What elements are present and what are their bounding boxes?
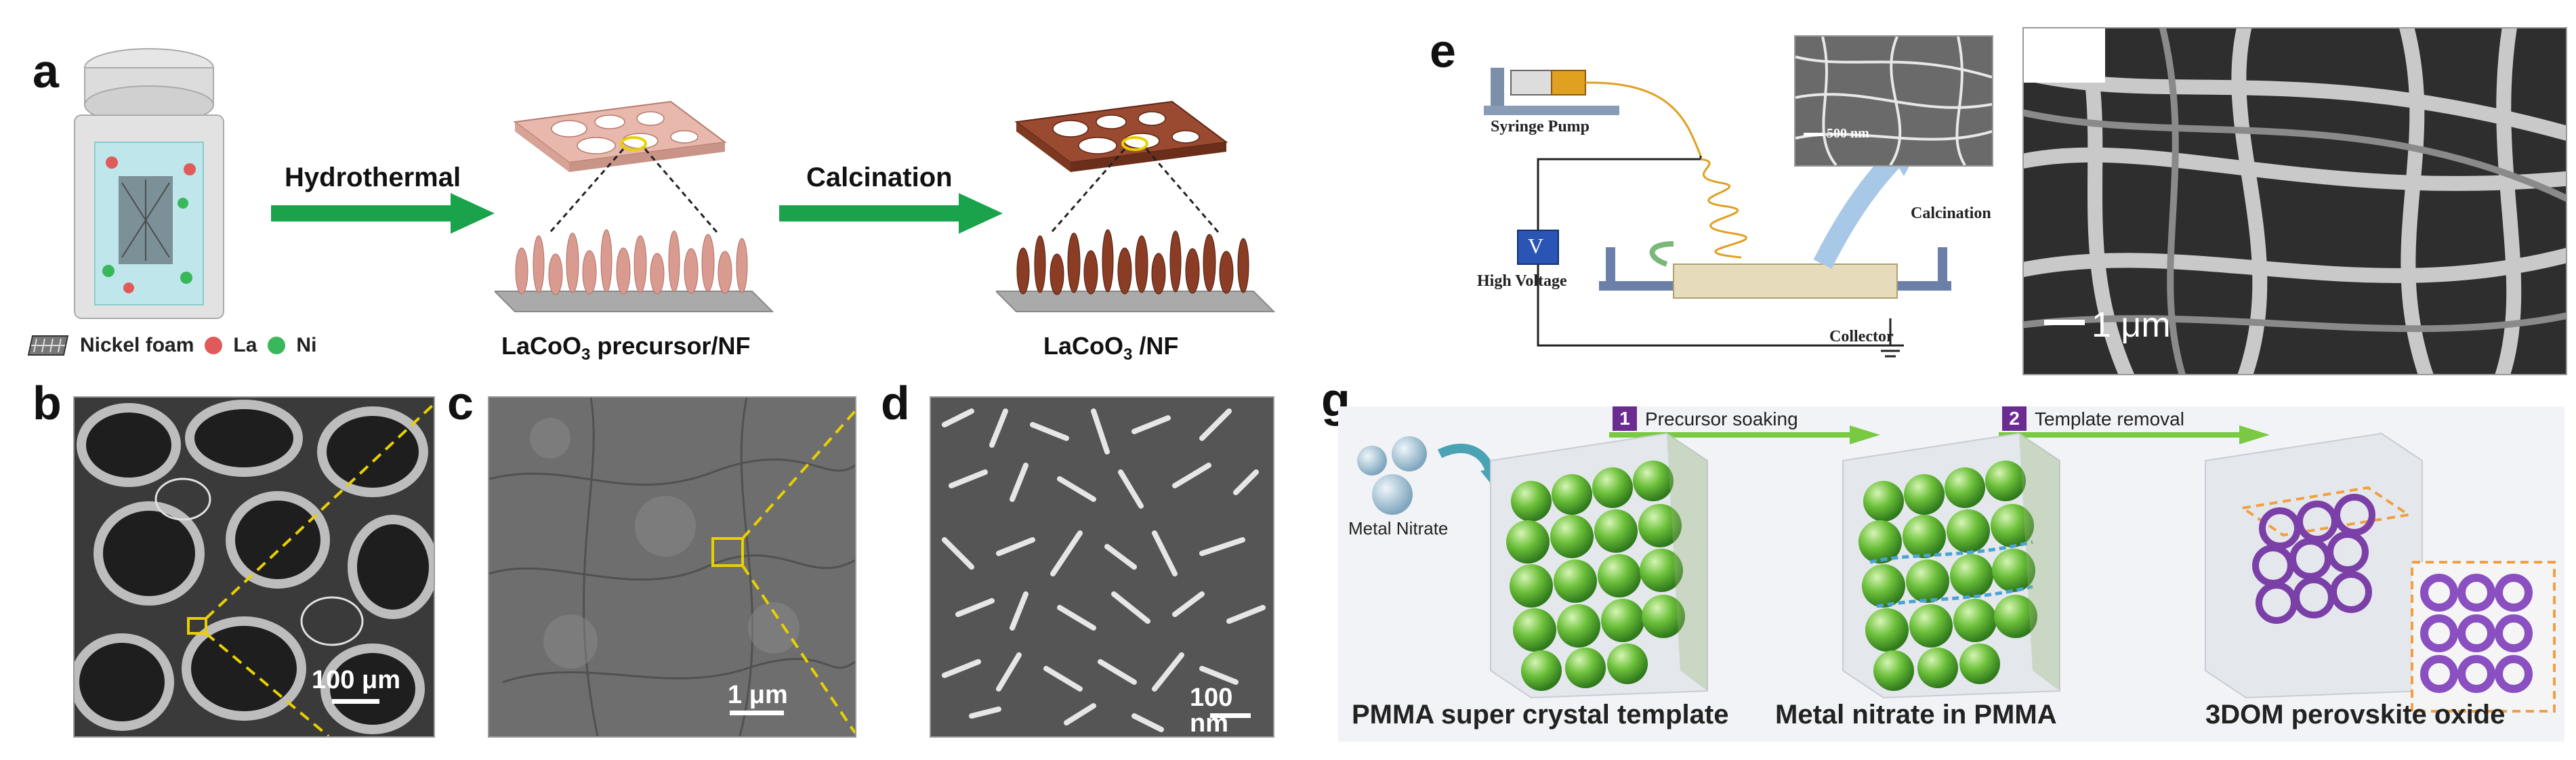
sem-image-f: 1 μm <box>2022 27 2567 375</box>
caption-3dom-perovskite: 3DOM perovskite oxide <box>2205 700 2506 730</box>
nickel-foam-icon <box>27 335 69 356</box>
nanosheet-sem-texture <box>942 408 1266 732</box>
sem-image-d: 100 nm <box>930 396 1274 738</box>
panel-label-b: b <box>33 377 62 429</box>
la-ion-icon <box>205 337 223 354</box>
calcined-illustration <box>996 100 1276 312</box>
calcined-subscript: 3 <box>1123 345 1133 364</box>
legend-nickel-foam: Nickel foam <box>80 334 194 356</box>
scale-label-d: 100 nm <box>1190 683 1233 738</box>
hydrothermal-arrow <box>271 193 495 234</box>
sem-inset-e: 500 nm <box>1794 35 1993 167</box>
panel-label-e: e <box>1430 24 1456 77</box>
calcined-caption: LaCoO3 /NF <box>1043 332 1178 364</box>
scale-label-f: 1 μm <box>2092 305 2171 345</box>
precursor-subscript: 3 <box>581 345 591 364</box>
precursor-formula: LaCoO <box>501 332 582 360</box>
step2-label: Template removal <box>2035 408 2184 429</box>
panel-label-d: d <box>881 377 910 429</box>
legend-ni: Ni <box>296 334 317 356</box>
panel-a: a Nickel foam La Ni Hydrothermal <box>0 0 1276 379</box>
sem-image-b: 100 μm <box>73 396 435 738</box>
pmma-template-cube <box>1490 432 1708 699</box>
scale-bar-b <box>332 699 379 704</box>
inset-scale-label-e: 500 nm <box>1827 126 1869 141</box>
calcined-formula: LaCoO <box>1043 332 1124 360</box>
metal-nitrate-droplets <box>1357 436 1494 515</box>
calcined-suffix: /NF <box>1132 332 1179 360</box>
autoclave-illustration <box>74 48 224 319</box>
caption-nitrate-in-pmma: Metal nitrate in PMMA <box>1775 700 2057 730</box>
legend: Nickel foam La Ni <box>27 329 316 362</box>
ni-ion-icon <box>268 337 286 354</box>
scale-bar-f <box>2044 320 2085 325</box>
scale-label-c: 1 μm <box>728 681 788 709</box>
calcination-label-e: Calcination <box>1911 205 1991 222</box>
legend-la: La <box>233 334 257 356</box>
metal-nitrate-label: Metal Nitrate <box>1348 518 1449 539</box>
step1-label: Precursor soaking <box>1645 408 1798 429</box>
hydrothermal-label: Hydrothermal <box>285 163 461 192</box>
scale-label-b: 100 μm <box>312 666 400 694</box>
syringe-pump-label: Syringe Pump <box>1491 118 1590 135</box>
calcination-label: Calcination <box>806 163 953 192</box>
fiber-inset-texture <box>1795 37 1992 165</box>
step1-arrow <box>1609 425 1880 444</box>
precursor-sem-texture <box>489 398 855 736</box>
precursor-illustration <box>495 100 774 312</box>
caption-pmma-template: PMMA super crystal template <box>1352 700 1729 730</box>
nickel-foam-sem-texture <box>75 400 434 736</box>
precursor-caption: LaCoO3 precursor/NF <box>501 332 750 364</box>
nitrate-in-pmma-cube <box>1842 432 2060 699</box>
panel-label-a: a <box>33 45 59 98</box>
calcination-arrow <box>779 193 1003 234</box>
fiber-sem-texture <box>2024 28 2566 374</box>
high-voltage-label: High Voltage <box>1477 272 1567 290</box>
step2-badge: 2 <box>2002 406 2027 431</box>
precursor-suffix: precursor/NF <box>590 332 751 360</box>
collector-label: Collector <box>1829 328 1894 345</box>
scale-bar-d <box>1210 713 1251 718</box>
step1-badge: 1 <box>1613 406 1637 431</box>
3dom-perovskite-cube <box>2205 432 2556 713</box>
scale-bar-c <box>730 711 784 715</box>
voltage-symbol: V <box>1528 234 1544 258</box>
panel-label-c: c <box>447 377 474 429</box>
sem-image-c: 1 μm <box>488 396 856 738</box>
inset-scale-bar-e <box>1804 133 1824 136</box>
step2-arrow <box>1999 425 2270 444</box>
